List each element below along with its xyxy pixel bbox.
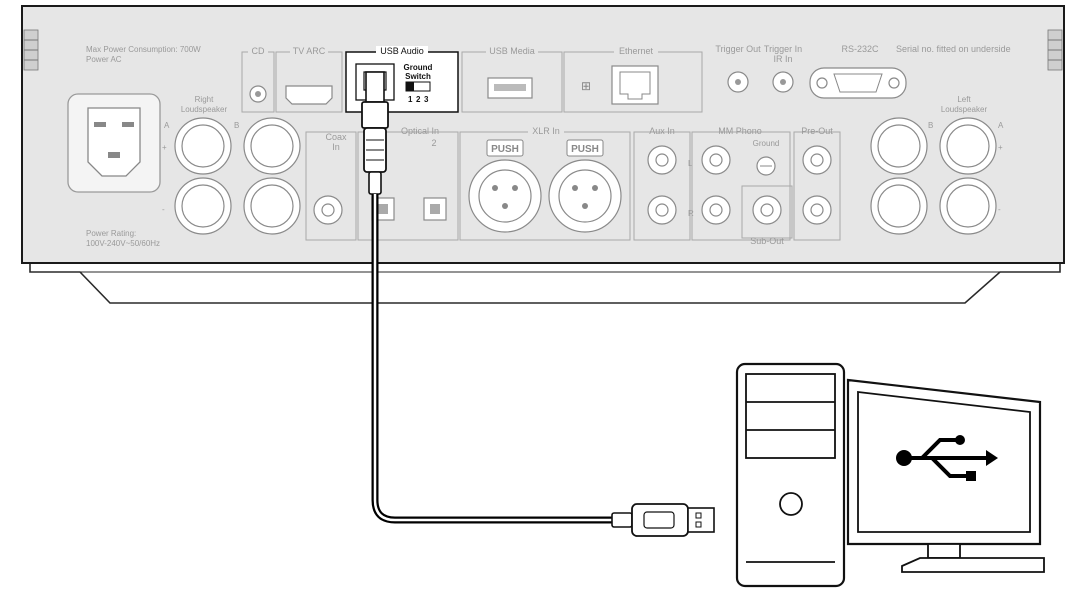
ir-in-label: IR In (773, 54, 792, 64)
aux-l-label: L (688, 159, 693, 168)
usb-a-plug (611, 503, 715, 537)
rs232c-section: RS-232C Serial no. fitted on underside (809, 44, 1011, 99)
optical-in-label: Optical In (401, 126, 439, 136)
xlr-in-label: XLR In (532, 126, 560, 136)
ground-switch-position-3: 3 (424, 95, 429, 104)
computer-monitor (846, 378, 1045, 573)
aux-in-label: Aux In (649, 126, 675, 136)
ground-switch-position-2: 2 (416, 95, 421, 104)
right-speaker-label-2: Loudspeaker (181, 105, 228, 114)
mm-phono-section: MM Phono Ground (691, 126, 791, 241)
ground-switch-label-2: Switch (405, 72, 431, 81)
rs232c-label: RS-232C (841, 44, 879, 54)
usb-audio-section: USB Audio Ground Switch 1 2 3 (345, 46, 459, 113)
usb-audio-label: USB Audio (380, 46, 424, 56)
ground-switch-position-1: 1 (408, 95, 413, 104)
right-speaker-minus: - (162, 205, 165, 214)
pre-out-label: Pre-Out (801, 126, 833, 136)
power-inlet (67, 93, 161, 193)
power-rating-label: Power Rating: (86, 229, 136, 238)
left-speaker-b: B (928, 121, 933, 130)
sub-out-section: Sub-Out (741, 185, 793, 246)
usb-b-plug (361, 71, 389, 195)
trigger-section: Trigger Out Trigger In IR In (715, 44, 802, 93)
sub-out-label: Sub-Out (750, 236, 784, 246)
aux-in-section: Aux In L R (633, 126, 694, 241)
coax-in-section: Coax In (305, 131, 357, 241)
ethernet-label: Ethernet (619, 46, 654, 56)
ground-switch-label-1: Ground (404, 63, 433, 72)
left-speaker-plus: + (998, 143, 1003, 152)
trigger-out-label: Trigger Out (715, 44, 761, 54)
right-speaker-b: B (234, 121, 239, 130)
usb-icon (896, 435, 998, 481)
left-speaker-a: A (998, 121, 1004, 130)
right-speaker-a: A (164, 121, 170, 130)
power-ac-label: Power AC (86, 55, 122, 64)
amplifier-rear-panel: Max Power Consumption: 700W Power AC Pow… (21, 5, 1065, 304)
coax-label: Coax (325, 132, 347, 142)
push-label-1: PUSH (491, 144, 519, 155)
pre-out-section: Pre-Out (793, 126, 841, 241)
left-loudspeaker-terminals: Left Loudspeaker B A + - (870, 95, 1004, 235)
right-speaker-plus: + (162, 143, 167, 152)
computer-tower (735, 362, 846, 588)
aux-r-label: R (688, 209, 694, 218)
computer (735, 362, 1045, 588)
push-label-2: PUSH (571, 144, 599, 155)
usb-media-label: USB Media (489, 46, 535, 56)
ground-label: Ground (753, 139, 780, 148)
network-icon: ⊞ (581, 79, 591, 93)
power-rating-value: 100V-240V~50/60Hz (86, 239, 160, 248)
right-speaker-label-1: Right (195, 95, 214, 104)
optical-2-label: 2 (431, 138, 436, 148)
right-vent (1047, 29, 1063, 71)
ethernet-section: Ethernet ⊞ (563, 46, 703, 113)
tv-arc-section: TV ARC (275, 46, 343, 113)
left-speaker-label-2: Loudspeaker (941, 105, 988, 114)
xlr-in-section: XLR In PUSH PUSH (459, 126, 631, 241)
cd-label: CD (252, 46, 265, 56)
left-vent (23, 29, 39, 71)
power-consumption-label: Max Power Consumption: 700W (86, 45, 201, 54)
left-speaker-label-1: Left (957, 95, 971, 104)
right-loudspeaker-terminals: Right Loudspeaker A B + - (162, 95, 301, 235)
usb-media-section: USB Media (461, 46, 563, 113)
tv-arc-label: TV ARC (293, 46, 326, 56)
trigger-in-label: Trigger In (764, 44, 802, 54)
mm-phono-label: MM Phono (718, 126, 762, 136)
usb-cable (361, 71, 715, 537)
serial-note-label: Serial no. fitted on underside (896, 44, 1011, 54)
cd-section: CD (241, 46, 275, 113)
coax-in-label: In (332, 142, 340, 152)
left-speaker-minus: - (998, 205, 1001, 214)
